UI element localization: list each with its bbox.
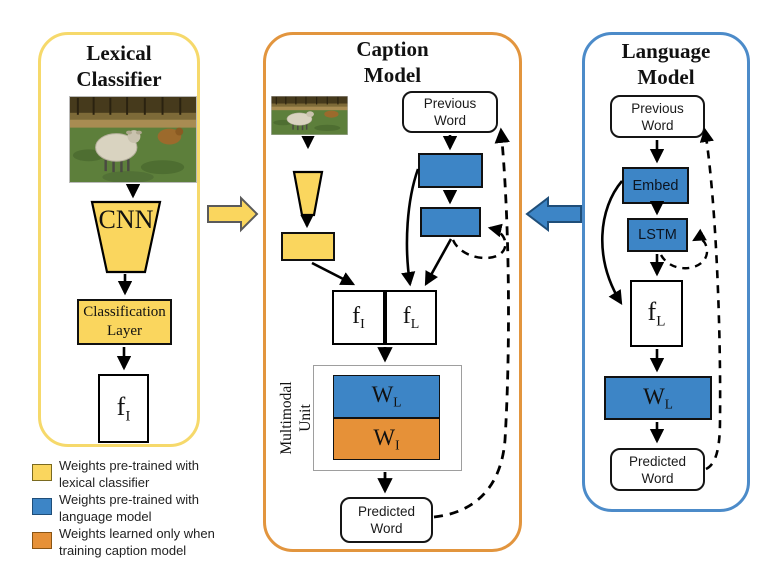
orange-swatch-icon [32, 532, 52, 549]
legend-label: Weights pre-trained with language model [59, 492, 199, 524]
fi-base: f [116, 391, 126, 421]
legend-label: Weights learned only when training capti… [59, 526, 215, 558]
caption-lstm-box [420, 207, 481, 237]
legend: Weights pre-trained with lexical classif… [30, 458, 215, 560]
caption-fi-box: fI [332, 290, 385, 345]
language-model-panel [582, 32, 750, 512]
language-to-caption-arrow [525, 195, 582, 233]
multimodal-unit-label: Multimodal Unit [278, 381, 314, 455]
legend-item-caption: Weights learned only when training capti… [30, 526, 215, 559]
caption-fl-box: fL [385, 290, 437, 345]
language-fl-box: fL [630, 280, 683, 347]
caption-model-panel [263, 32, 522, 552]
fi-base: f [352, 302, 361, 329]
language-lstm-box: LSTM [627, 218, 688, 252]
language-model-title: Language Model [621, 39, 711, 89]
caption-model-title: Caption Model [356, 37, 429, 87]
fi-sub: I [360, 316, 365, 332]
wi-sub: I [395, 437, 400, 453]
caption-wl-box: WL [333, 375, 440, 418]
wl-sub: L [664, 396, 673, 412]
fl-sub: L [656, 313, 666, 330]
caption-previous-word-box: Previous Word [402, 91, 498, 133]
sheep-photo [69, 96, 197, 183]
legend-label: Weights pre-trained with lexical classif… [59, 458, 199, 490]
cnn-label: CNN [98, 205, 154, 234]
language-embed-box: Embed [622, 167, 689, 204]
fl-base: f [647, 296, 657, 326]
language-predicted-word-box: Predicted Word [610, 448, 705, 491]
fl-base: f [402, 302, 411, 329]
fi-box-lexical: fI [98, 374, 149, 443]
language-previous-word-box: Previous Word [610, 95, 705, 138]
legend-item-language: Weights pre-trained with language model [30, 492, 215, 525]
yellow-swatch-icon [32, 464, 52, 481]
blue-swatch-icon [32, 498, 52, 515]
wi-base: W [373, 424, 396, 450]
caption-image-feature-box [281, 232, 335, 261]
fl-sub: L [410, 316, 420, 332]
fi-sub: I [125, 408, 131, 425]
language-wl-box: WL [604, 376, 712, 420]
classification-layer-box: Classification Layer [77, 299, 172, 345]
sheep-photo-small [271, 96, 348, 135]
caption-predicted-word-box: Predicted Word [340, 497, 433, 543]
lexical-classifier-panel [38, 32, 200, 447]
lexical-classifier-title: Lexical Classifier [76, 41, 162, 91]
wl-base: W [643, 383, 665, 409]
wl-sub: L [393, 394, 402, 410]
legend-item-lexical: Weights pre-trained with lexical classif… [30, 458, 215, 491]
wl-base: W [371, 382, 394, 408]
caption-embed-box [418, 153, 483, 188]
lexical-to-caption-arrow [207, 195, 259, 233]
caption-wi-box: WI [333, 418, 440, 460]
